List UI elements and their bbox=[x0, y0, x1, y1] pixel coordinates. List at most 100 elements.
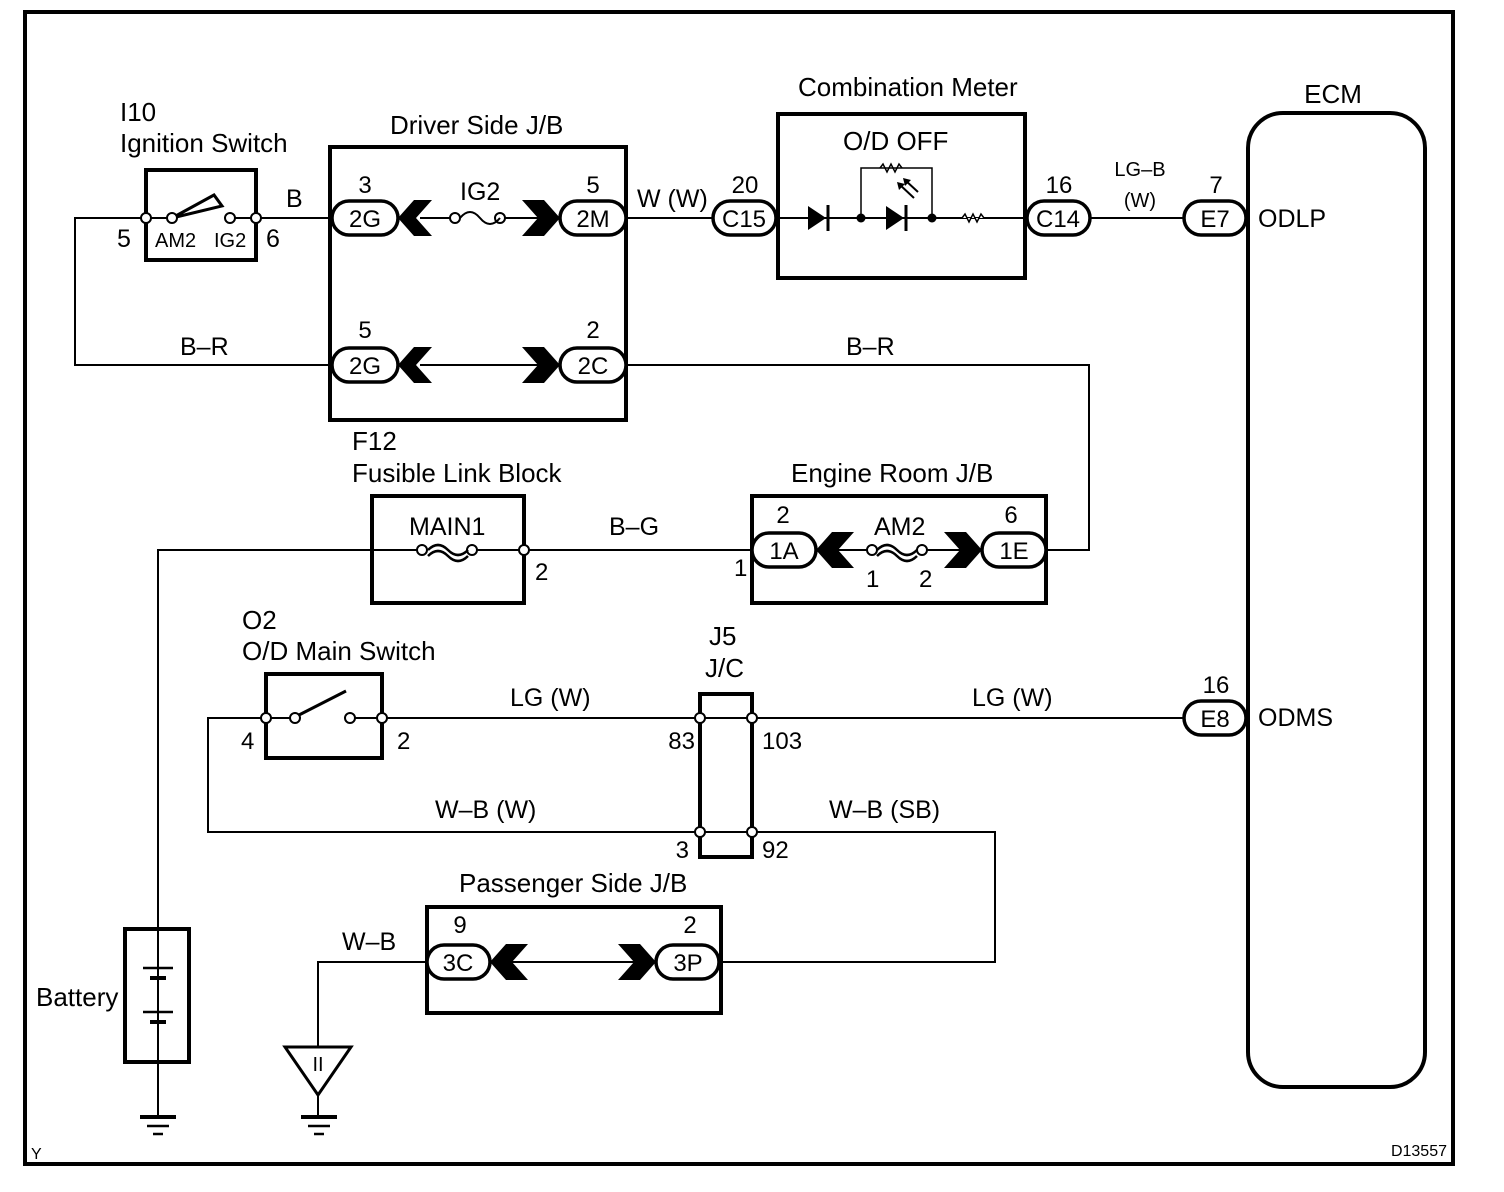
wire-passenger-ground bbox=[317, 961, 427, 1047]
ecm-signal-odms: ODMS bbox=[1258, 704, 1333, 732]
wire-label-b-r-left: B–R bbox=[180, 333, 229, 361]
jc-box bbox=[698, 692, 754, 859]
terminal-icon bbox=[694, 712, 706, 724]
corner-mark: Y bbox=[31, 1146, 42, 1163]
wire-switch-ground bbox=[207, 717, 700, 833]
pin-number: 3 bbox=[358, 172, 371, 199]
jc-name: J/C bbox=[705, 653, 744, 683]
od-switch-name: O/D Main Switch bbox=[242, 636, 436, 666]
wire-label-b-r-right: B–R bbox=[846, 333, 895, 361]
wire-label-w-w: W (W) bbox=[637, 185, 708, 213]
od-switch-code: O2 bbox=[242, 605, 277, 635]
ignition-contact-ig2: IG2 bbox=[214, 230, 246, 252]
connector-1a bbox=[750, 531, 818, 569]
wire-label-b-g: B–G bbox=[609, 513, 659, 541]
svg-text:E7: E7 bbox=[1200, 206, 1229, 233]
ground-point: II bbox=[282, 1045, 354, 1136]
pin-number: 2 bbox=[535, 559, 548, 586]
od-main-switch: O2 O/D Main Switch 4 2 bbox=[241, 605, 436, 760]
connector-male-icon bbox=[522, 347, 560, 383]
svg-text:E8: E8 bbox=[1200, 706, 1229, 733]
indicator-label: O/D OFF bbox=[843, 126, 948, 156]
connector-3p bbox=[654, 943, 721, 981]
terminal-icon bbox=[224, 212, 236, 224]
driver-jb-box bbox=[328, 145, 628, 422]
ignition-contact-am2: AM2 bbox=[155, 230, 196, 252]
engine-jb-name: Engine Room J/B bbox=[791, 458, 993, 488]
driver-jb-name: Driver Side J/B bbox=[390, 110, 563, 140]
engine-jb-fuse: AM2 bbox=[874, 513, 925, 541]
connector-e7 bbox=[1182, 199, 1248, 237]
pin-number: 5 bbox=[586, 172, 599, 199]
svg-text:C15: C15 bbox=[722, 206, 766, 233]
ecm: ECM E7 7 ODLP E8 16 ODMS bbox=[1182, 79, 1427, 1089]
junction-connector-j5: J5 J/C 83 103 3 92 bbox=[668, 621, 802, 864]
pin-number: 20 bbox=[732, 172, 759, 199]
svg-text:2C: 2C bbox=[578, 353, 609, 380]
pin-number: 16 bbox=[1203, 672, 1230, 699]
connector-female-icon bbox=[816, 532, 854, 568]
connector-2g-top bbox=[330, 199, 400, 237]
diode-icon bbox=[808, 206, 826, 230]
connector-male-icon bbox=[618, 944, 656, 980]
svg-text:3C: 3C bbox=[443, 950, 474, 977]
pin-number: 92 bbox=[762, 837, 789, 864]
connector-male-icon bbox=[522, 200, 560, 236]
fusible-link-icon bbox=[876, 543, 918, 563]
connector-2c bbox=[558, 346, 628, 384]
wire-battery-to-fusible bbox=[157, 549, 372, 1115]
terminal-icon bbox=[746, 712, 758, 724]
fusible-link-code: F12 bbox=[352, 426, 397, 456]
ecm-name: ECM bbox=[1304, 79, 1362, 109]
connector-1e bbox=[980, 531, 1048, 569]
svg-text:3P: 3P bbox=[673, 950, 702, 977]
pin-number: 7 bbox=[1209, 172, 1222, 199]
fusible-link-fuse: MAIN1 bbox=[409, 513, 485, 541]
pin-number: 2 bbox=[397, 728, 410, 755]
pin-number: 2 bbox=[919, 566, 932, 593]
wire-label-w-b-w: W–B (W) bbox=[435, 796, 536, 824]
connector-2m bbox=[558, 199, 628, 237]
driver-jb-fuse: IG2 bbox=[460, 178, 500, 206]
connector-female-icon bbox=[398, 200, 432, 236]
fusible-link-block: F12 Fusible Link Block MAIN1 2 bbox=[352, 426, 563, 605]
ignition-switch: I10 Ignition Switch 5 6 AM2 IG2 bbox=[117, 97, 288, 262]
pin-number: 103 bbox=[762, 728, 802, 755]
combination-meter: Combination Meter O/D OFF C15 20 C14 16 bbox=[711, 72, 1092, 280]
connector-2g-bottom bbox=[330, 346, 400, 384]
resistor-icon bbox=[961, 212, 985, 224]
resistor-icon bbox=[879, 162, 903, 174]
passenger-side-jb: Passenger Side J/B 3C 9 3P 2 bbox=[425, 868, 723, 1015]
battery: Battery bbox=[36, 927, 191, 1136]
ignition-switch-name: Ignition Switch bbox=[120, 128, 288, 158]
ecm-signal-odlp: ODLP bbox=[1258, 205, 1326, 233]
connector-c15 bbox=[711, 199, 778, 237]
connector-male-icon bbox=[944, 532, 982, 568]
pin-number: 4 bbox=[241, 728, 254, 755]
diagram-frame bbox=[23, 10, 1455, 1166]
wire-driver-to-engine bbox=[626, 364, 1090, 551]
terminal-icon bbox=[166, 212, 178, 224]
ignition-pin-left: 5 bbox=[117, 225, 131, 253]
pin-number: 1 bbox=[866, 566, 879, 593]
svg-text:2M: 2M bbox=[576, 206, 609, 233]
connector-female-icon bbox=[398, 347, 432, 383]
pin-number: 2 bbox=[683, 912, 696, 939]
svg-text:2G: 2G bbox=[349, 206, 381, 233]
ground-point-triangle-icon bbox=[282, 1045, 354, 1098]
fuse-icon bbox=[459, 211, 501, 225]
svg-text:C14: C14 bbox=[1036, 206, 1080, 233]
wire-label-w-b: W–B bbox=[342, 928, 396, 956]
pin-number: 83 bbox=[668, 728, 695, 755]
pin-number: 5 bbox=[358, 317, 371, 344]
led-icon bbox=[886, 206, 904, 230]
wire-label-w-b-sb: W–B (SB) bbox=[829, 796, 940, 824]
wire-label-lg-b: LG–B bbox=[1114, 159, 1165, 181]
pin-number: 1 bbox=[734, 555, 747, 582]
combination-meter-box bbox=[776, 112, 1027, 280]
ignition-key-contact-icon bbox=[171, 193, 225, 220]
pin-number: 6 bbox=[1004, 502, 1017, 529]
pin-number: 16 bbox=[1046, 172, 1073, 199]
svg-text:1A: 1A bbox=[769, 538, 798, 565]
